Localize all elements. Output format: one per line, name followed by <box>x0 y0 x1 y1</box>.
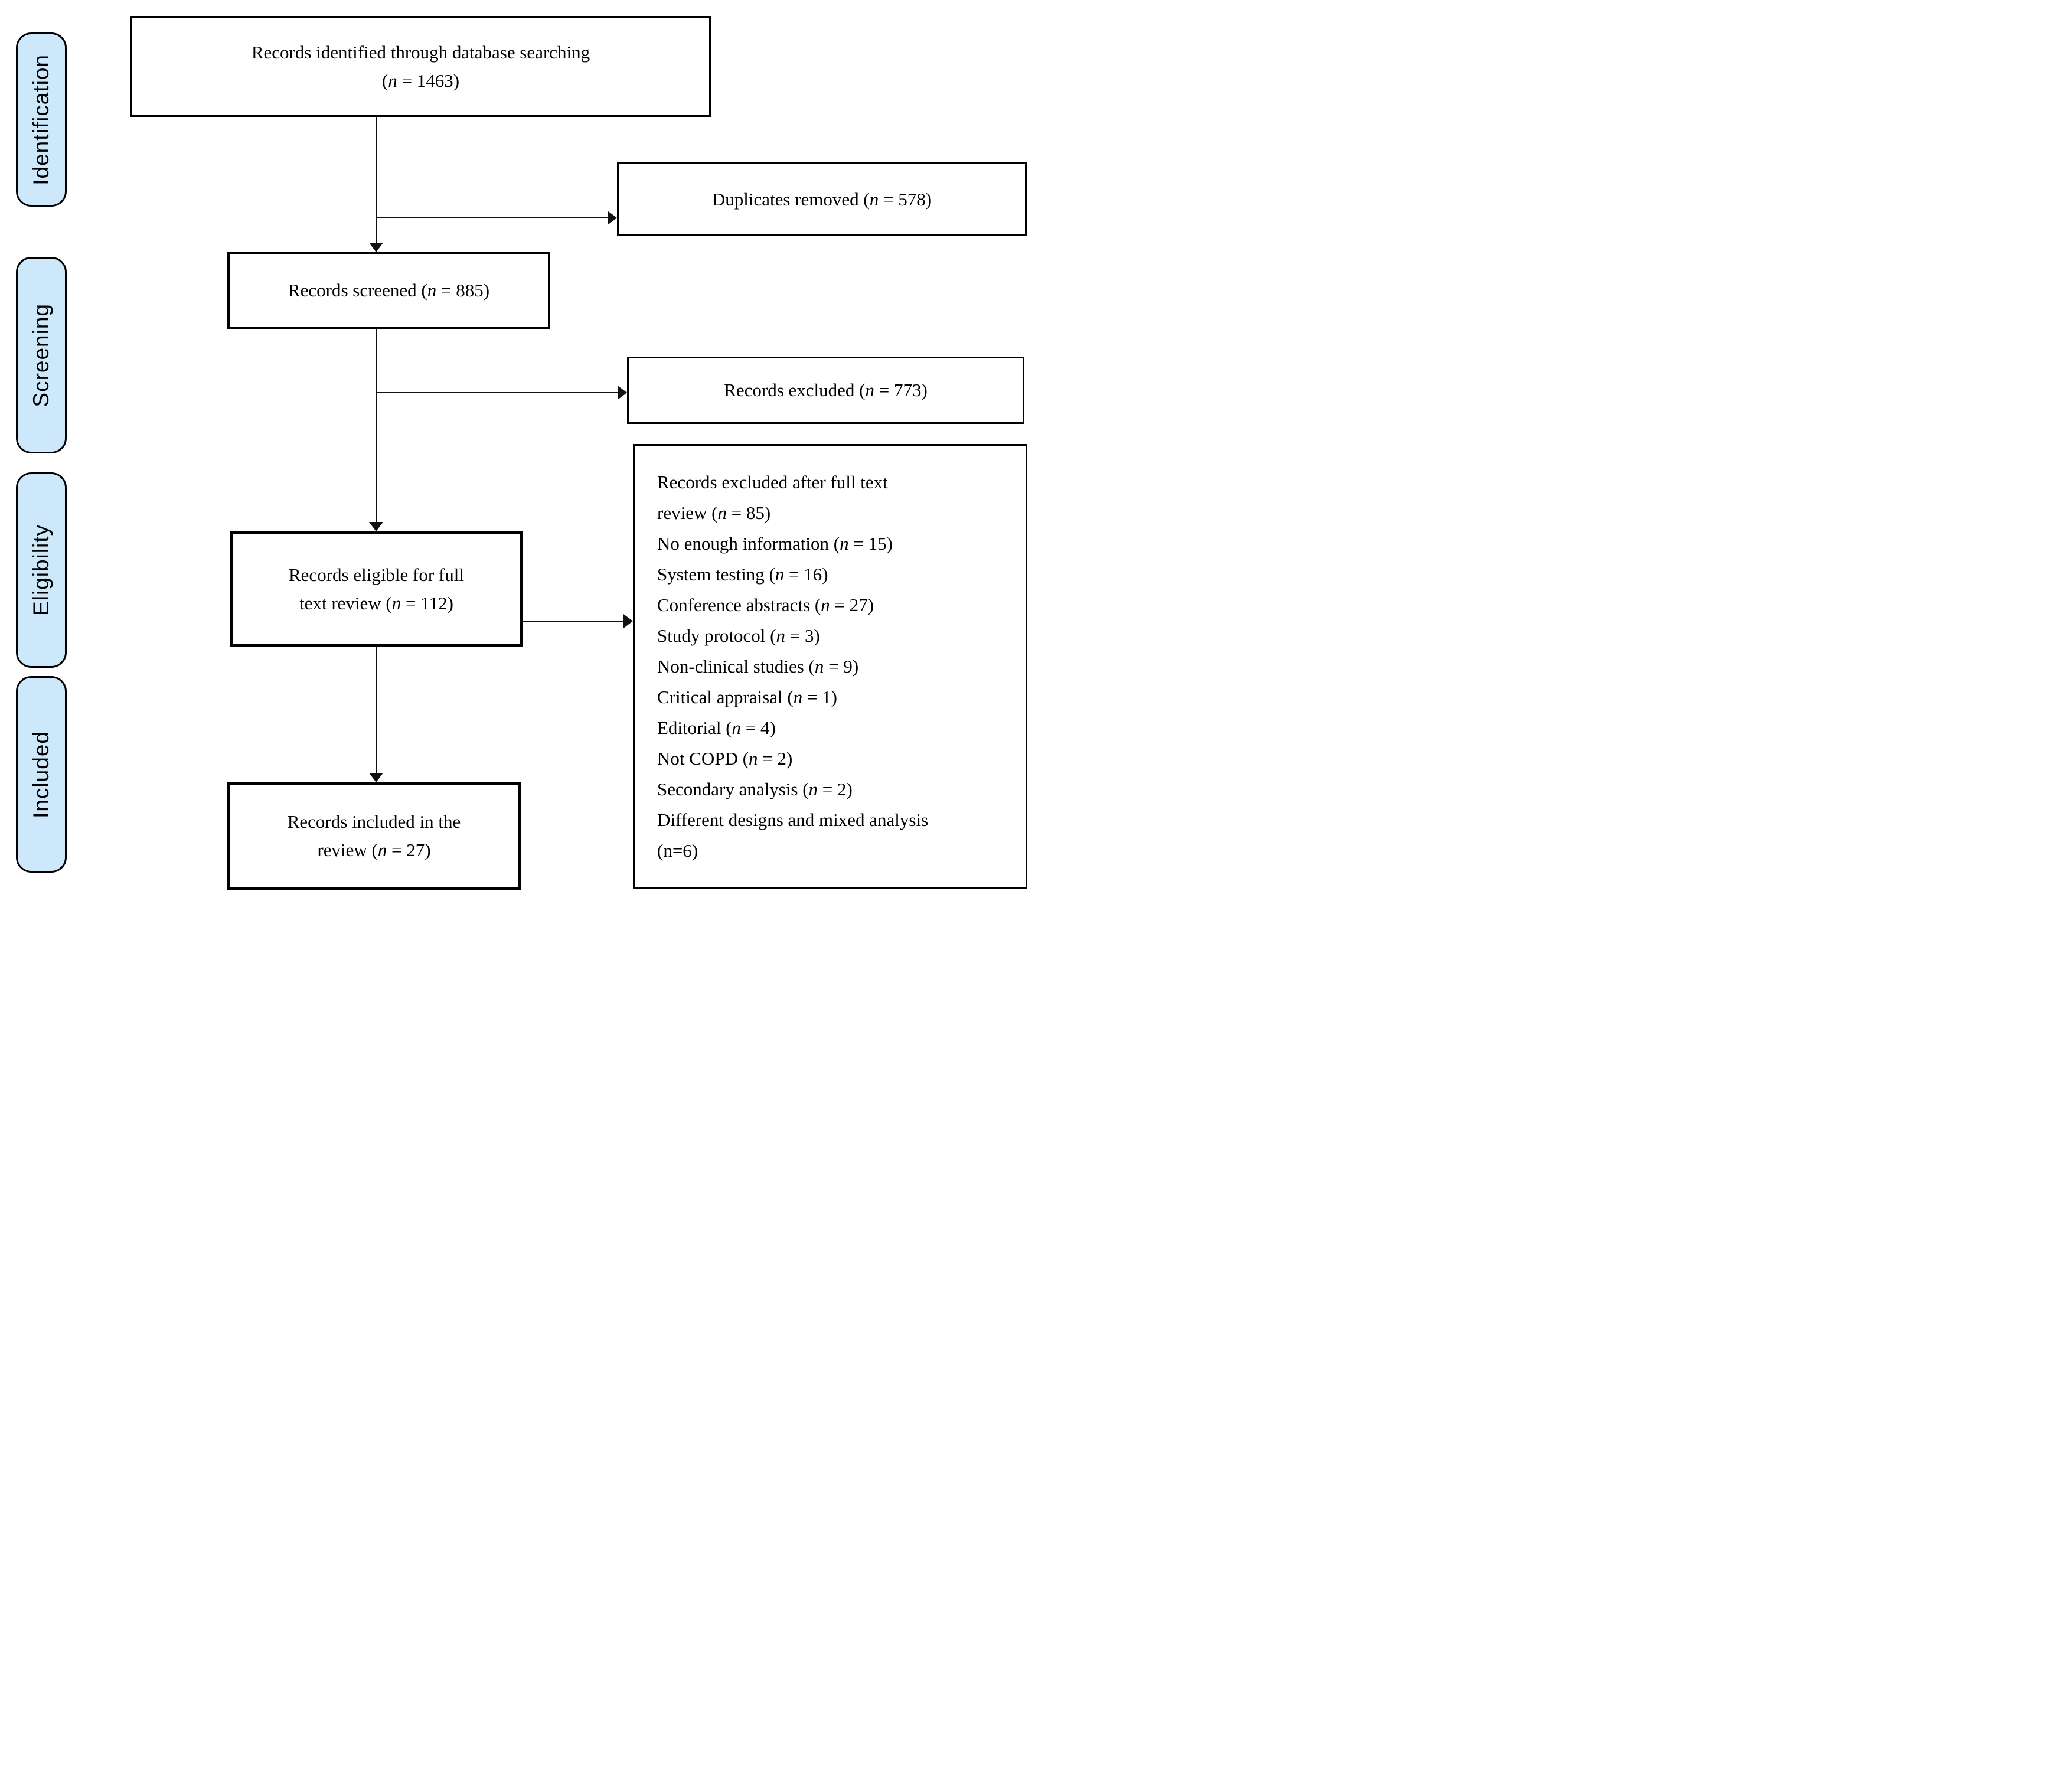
box-records-eligible: Records eligible for full text review (n… <box>230 531 523 647</box>
exclusion-line: (n=6) <box>657 840 698 861</box>
records-included-text: Records included in the <box>287 811 461 832</box>
connector-identified-to-screened <box>376 117 377 245</box>
records-identified-count: (n = 1463) <box>381 70 460 91</box>
arrowhead-down-eligible <box>369 522 383 531</box>
connector-screened-to-eligible <box>376 329 377 522</box>
stage-eligibility: Eligibility <box>16 472 67 668</box>
stage-eligibility-label: Eligibility <box>29 524 53 616</box>
stage-included: Included <box>16 676 67 873</box>
exclusion-line: System testing (n = 16) <box>657 564 828 585</box>
exclusion-line: Editorial (n = 4) <box>657 717 776 738</box>
arrowhead-right-exclusion-list <box>623 614 633 628</box>
connector-to-exclusion-list <box>523 621 623 622</box>
exclusion-line: Records excluded after full text <box>657 472 888 492</box>
exclusion-line: Different designs and mixed analysis <box>657 809 929 830</box>
box-duplicates-removed: Duplicates removed (n = 578) <box>617 162 1027 236</box>
box-records-identified: Records identified through database sear… <box>130 16 711 117</box>
exclusion-line: Critical appraisal (n = 1) <box>657 687 837 707</box>
exclusion-line: Study protocol (n = 3) <box>657 625 820 646</box>
stage-screening: Screening <box>16 257 67 453</box>
records-screened-text: Records screened (n = 885) <box>288 280 490 301</box>
box-records-excluded: Records excluded (n = 773) <box>627 357 1024 424</box>
connector-to-excluded <box>376 392 618 393</box>
exclusion-line: Not COPD (n = 2) <box>657 748 793 769</box>
prisma-flow-diagram: Identification Screening Eligibility Inc… <box>0 0 1028 896</box>
duplicates-removed-text: Duplicates removed (n = 578) <box>711 188 932 210</box>
box-records-included: Records included in the review (n = 27) <box>227 782 521 890</box>
stage-identification-label: Identification <box>29 54 53 185</box>
stage-included-label: Included <box>29 730 53 818</box>
records-included-count: review (n = 27) <box>317 840 431 860</box>
records-excluded-text: Records excluded (n = 773) <box>724 380 928 400</box>
box-fulltext-exclusion-reasons: Records excluded after full text review … <box>633 444 1027 889</box>
arrowhead-down-screened <box>369 243 383 252</box>
exclusion-line: review (n = 85) <box>657 502 771 523</box>
stage-identification: Identification <box>16 32 67 207</box>
records-identified-text: Records identified through database sear… <box>251 42 590 63</box>
arrowhead-down-included <box>369 773 383 782</box>
exclusion-line: Non-clinical studies (n = 9) <box>657 656 859 677</box>
records-eligible-count: text review (n = 112) <box>299 592 453 613</box>
exclusion-line: No enough information (n = 15) <box>657 533 893 554</box>
connector-eligible-to-included <box>376 647 377 773</box>
exclusion-line: Conference abstracts (n = 27) <box>657 595 874 615</box>
exclusion-line: Secondary analysis (n = 2) <box>657 779 853 799</box>
box-records-screened: Records screened (n = 885) <box>227 252 550 329</box>
stage-screening-label: Screening <box>29 303 53 407</box>
records-eligible-text: Records eligible for full <box>289 564 464 585</box>
connector-to-duplicates <box>376 217 609 218</box>
arrowhead-right-duplicates <box>608 211 617 225</box>
arrowhead-right-excluded <box>618 386 627 400</box>
